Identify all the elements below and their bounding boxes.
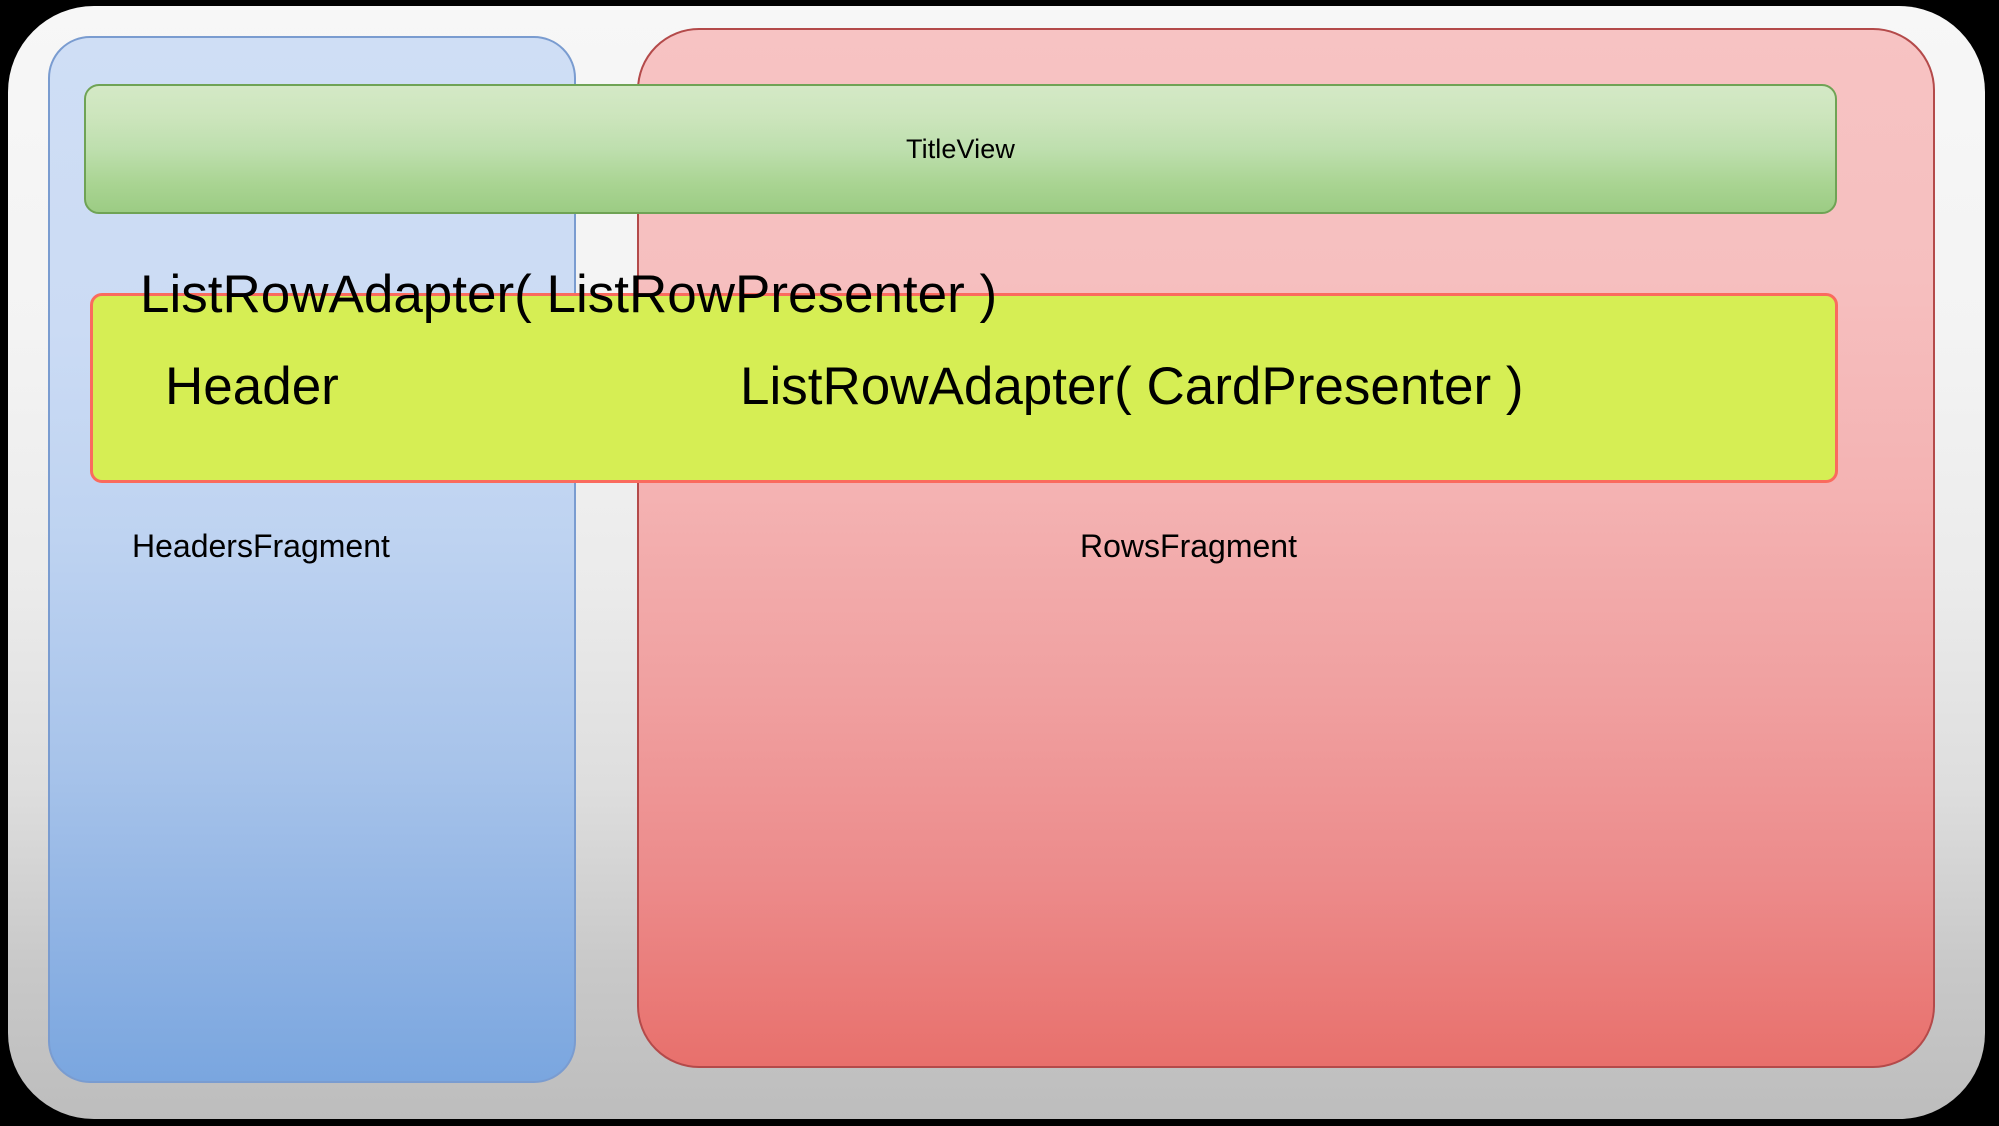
list-row-adapter-cardpresenter-label: ListRowAdapter( CardPresenter ) xyxy=(740,357,1524,416)
header-label: Header xyxy=(165,357,339,416)
titleview-bar: TitleView xyxy=(84,84,1837,214)
titleview-label: TitleView xyxy=(906,133,1015,164)
list-row-adapter-listrowpresenter-label: ListRowAdapter( ListRowPresenter ) xyxy=(140,265,998,324)
rows-fragment-label: RowsFragment xyxy=(1080,528,1297,564)
headers-fragment-label: HeadersFragment xyxy=(132,528,390,564)
list-row-block xyxy=(90,293,1838,483)
